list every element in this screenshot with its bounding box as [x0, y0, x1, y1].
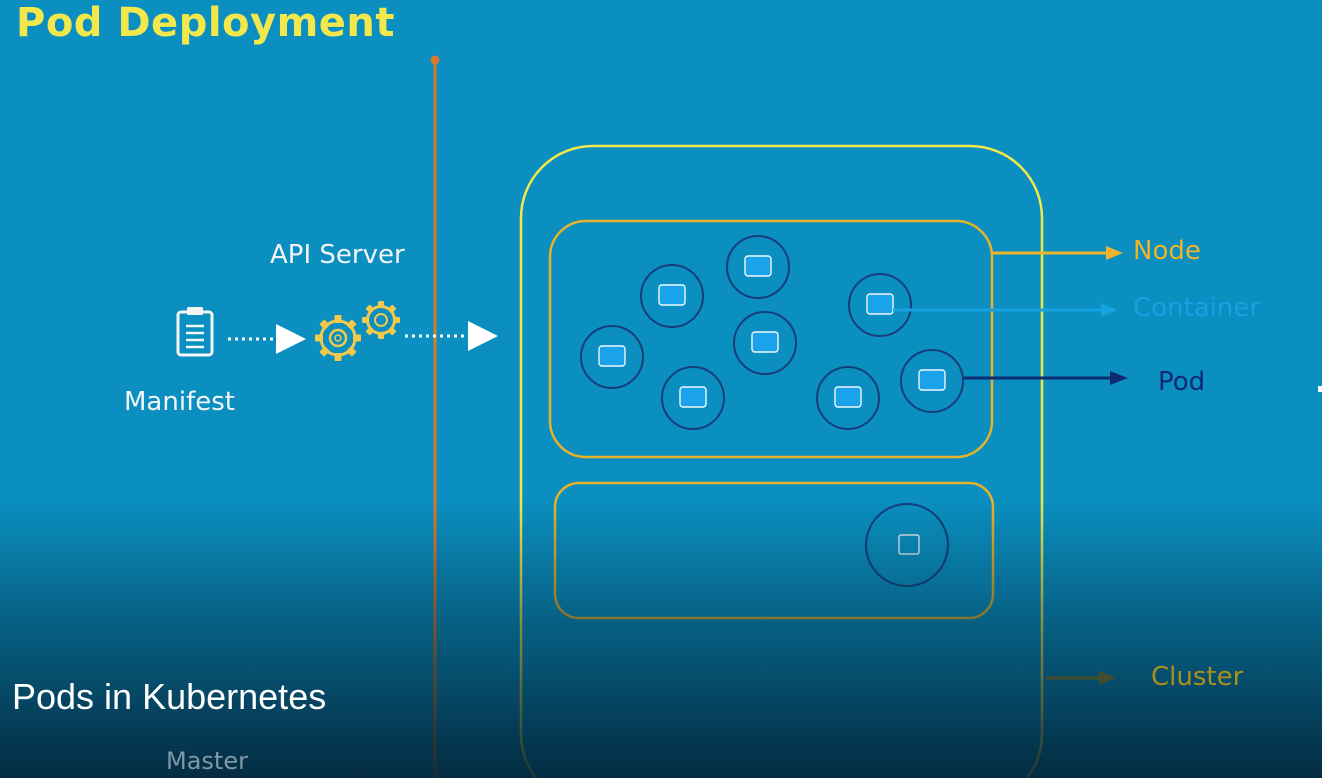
- clipboard-icon: [176, 307, 214, 357]
- pod: [580, 325, 644, 389]
- pod: [733, 311, 797, 375]
- cluster-label: Cluster: [1151, 662, 1244, 692]
- container: [918, 369, 946, 391]
- pod-arrow: [964, 371, 1128, 385]
- container: [658, 284, 686, 306]
- gear-icon: [315, 315, 361, 361]
- pod: [726, 235, 790, 299]
- container-arrow: [893, 303, 1117, 317]
- partial-icon: [345, 772, 363, 778]
- master-divider-dot: [430, 55, 440, 65]
- manifest-label: Manifest: [124, 387, 235, 417]
- container: [751, 331, 779, 353]
- pod: [900, 349, 964, 413]
- pod: [865, 503, 949, 587]
- gear-icon: [362, 301, 400, 339]
- container: [866, 293, 894, 315]
- api-server-label: API Server: [270, 240, 405, 270]
- pod: [816, 366, 880, 430]
- pod: [848, 273, 912, 337]
- video-caption: Pods in Kubernetes: [12, 676, 327, 717]
- container-label: Container: [1133, 293, 1261, 323]
- node-label: Node: [1133, 236, 1201, 266]
- cluster-arrow: [1046, 671, 1116, 685]
- edge-mark: [1318, 386, 1322, 392]
- pod: [640, 264, 704, 328]
- cluster-box: [519, 144, 1044, 778]
- container: [679, 386, 707, 408]
- container: [598, 345, 626, 367]
- container: [898, 534, 920, 555]
- master-label: Master: [166, 747, 248, 775]
- pod-label: Pod: [1158, 367, 1206, 397]
- page-title: Pod Deployment: [16, 0, 395, 46]
- node-box: [553, 481, 995, 620]
- node-arrow: [992, 246, 1123, 260]
- container: [744, 255, 772, 277]
- pod: [661, 366, 725, 430]
- container: [834, 386, 862, 408]
